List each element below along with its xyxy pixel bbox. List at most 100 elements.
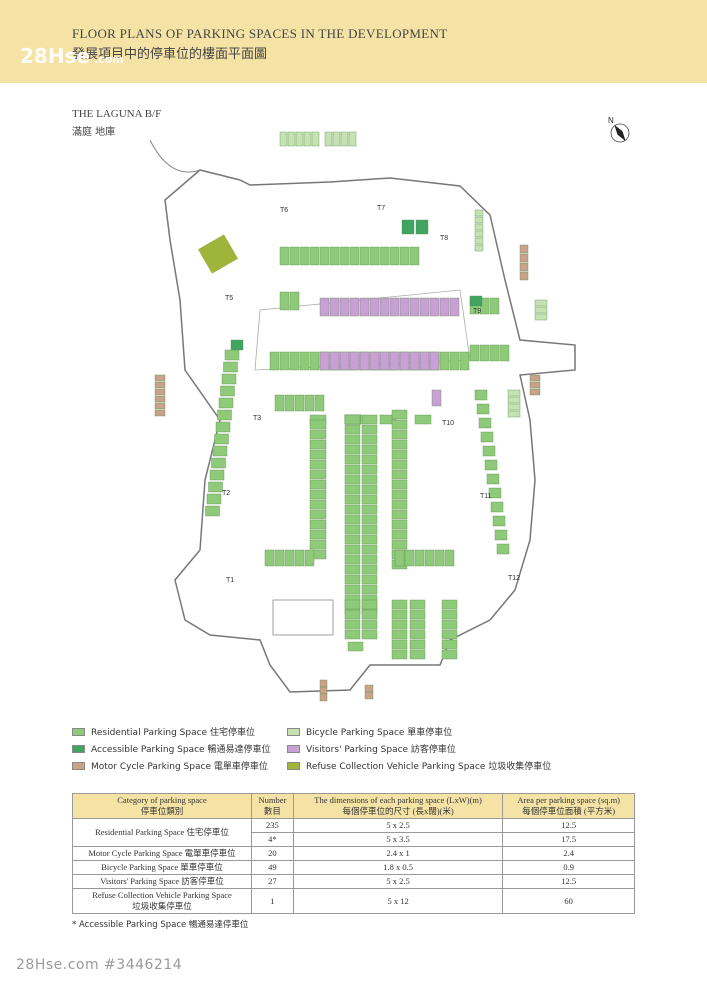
parking-bay bbox=[439, 351, 450, 371]
tower-label: T11 bbox=[480, 493, 492, 500]
plan-title: THE LAGUNA B/F 滿庭 地庫 bbox=[72, 108, 161, 141]
legend-item-bicycle: Bicycle Parking Space 單車停車位 bbox=[287, 725, 452, 738]
parking-bay bbox=[221, 373, 237, 385]
parking-bay bbox=[344, 504, 361, 515]
parking-bay bbox=[391, 419, 408, 430]
parking-bay bbox=[319, 693, 328, 702]
parking-bay bbox=[329, 351, 340, 371]
tower-label: T10 bbox=[442, 420, 454, 427]
parking-bay bbox=[391, 449, 408, 460]
parking-bay bbox=[391, 629, 408, 640]
parking-bay bbox=[519, 244, 529, 254]
parking-bay bbox=[404, 549, 415, 567]
parking-bay bbox=[208, 481, 223, 493]
parking-bay bbox=[223, 361, 238, 373]
parking-bay bbox=[389, 246, 400, 266]
parking-bay bbox=[494, 529, 508, 541]
parking-bay bbox=[359, 297, 370, 317]
parking-bay bbox=[349, 351, 360, 371]
tower-label: T12 bbox=[508, 575, 520, 582]
parking-bay bbox=[391, 639, 408, 650]
parking-bay bbox=[309, 449, 327, 460]
parking-bay bbox=[344, 544, 361, 555]
cell-dimensions: 2.4 x 1 bbox=[292, 846, 504, 861]
parking-bay bbox=[429, 351, 440, 371]
tower-label: T7 bbox=[377, 205, 385, 212]
parking-bay bbox=[399, 297, 410, 317]
parking-bay bbox=[361, 504, 378, 515]
parking-bay bbox=[449, 351, 460, 371]
parking-bay bbox=[344, 494, 361, 505]
parking-bay bbox=[361, 464, 378, 475]
parking-bay bbox=[409, 599, 426, 610]
parking-bay bbox=[344, 514, 361, 525]
cell-area: 2.4 bbox=[502, 846, 635, 861]
parking-bay bbox=[349, 246, 360, 266]
parking-bay bbox=[269, 351, 280, 371]
parking-bay bbox=[309, 519, 327, 530]
parking-bay bbox=[287, 131, 296, 147]
parking-bay bbox=[344, 564, 361, 575]
plan-outline bbox=[164, 169, 576, 693]
parking-bay bbox=[507, 410, 521, 418]
cell-area: 17.5 bbox=[502, 832, 635, 847]
legend-item-refuse: Refuse Collection Vehicle Parking Space … bbox=[287, 759, 551, 772]
parking-bay bbox=[441, 599, 458, 610]
table-row: Visitors' Parking Space 訪客停車位 27 5 x 2.5… bbox=[72, 874, 635, 889]
parking-bay bbox=[391, 649, 408, 660]
parking-bay bbox=[507, 396, 521, 404]
parking-bay bbox=[379, 297, 390, 317]
plan-title-en: THE LAGUNA B/F bbox=[72, 108, 162, 120]
parking-bay bbox=[304, 394, 315, 412]
parking-bay bbox=[441, 649, 458, 660]
parking-bay bbox=[215, 421, 231, 433]
parking-bay bbox=[224, 349, 240, 361]
legend-item-visitors: Visitors' Parking Space 訪客停車位 bbox=[287, 742, 456, 755]
parking-bay bbox=[379, 414, 397, 425]
parking-bay bbox=[419, 351, 430, 371]
parking-bay bbox=[469, 344, 480, 362]
parking-bay bbox=[314, 394, 325, 412]
parking-bay bbox=[279, 246, 290, 266]
listing-id-watermark: 28Hse.com #3446214 bbox=[16, 957, 183, 973]
parking-bay bbox=[309, 439, 327, 450]
tower-label: T5 bbox=[225, 295, 233, 302]
parking-bay bbox=[429, 297, 440, 317]
parking-bay bbox=[414, 414, 432, 425]
loading-area bbox=[272, 599, 334, 636]
cell-number: 235 bbox=[251, 818, 294, 833]
parking-bay bbox=[415, 219, 429, 235]
parking-bay bbox=[299, 246, 310, 266]
parking-bay bbox=[391, 529, 408, 540]
parking-bay bbox=[389, 297, 400, 317]
site-watermark-logo: 28Hse.com bbox=[20, 44, 124, 68]
parking-bay bbox=[489, 344, 500, 362]
parking-bay bbox=[309, 429, 327, 440]
parking-bay bbox=[218, 397, 234, 409]
parking-bay bbox=[534, 299, 548, 307]
parking-bay bbox=[349, 297, 360, 317]
parking-bay bbox=[309, 499, 327, 510]
compass-n-label: N bbox=[608, 116, 614, 125]
parking-bay bbox=[359, 246, 370, 266]
tower-label: T8 bbox=[440, 235, 448, 242]
parking-bay bbox=[361, 434, 378, 445]
parking-bay bbox=[476, 403, 490, 415]
parking-bay bbox=[279, 291, 290, 311]
cell-category: Motor Cycle Parking Space 電單車停車位 bbox=[72, 846, 252, 861]
table-row: Motor Cycle Parking Space 電單車停車位 20 2.4 … bbox=[72, 846, 635, 861]
parking-bay bbox=[359, 351, 370, 371]
cell-number: 49 bbox=[251, 860, 294, 875]
parking-bay bbox=[274, 394, 285, 412]
legend-item-residential: Residential Parking Space 住宅停車位 bbox=[72, 725, 255, 738]
parking-bay bbox=[361, 534, 378, 545]
parking-bay bbox=[154, 388, 166, 396]
cell-dimensions: 5 x 2.5 bbox=[292, 818, 504, 833]
cell-dimensions: 1.8 x 0.5 bbox=[292, 860, 504, 875]
parking-bay bbox=[459, 351, 470, 371]
plan-title-zh: 滿庭 地庫 bbox=[72, 127, 116, 138]
tower-label: T1 bbox=[226, 577, 234, 584]
table-row: 4* 5 x 3.5 17.5 bbox=[73, 832, 635, 847]
parking-bay bbox=[344, 534, 361, 545]
